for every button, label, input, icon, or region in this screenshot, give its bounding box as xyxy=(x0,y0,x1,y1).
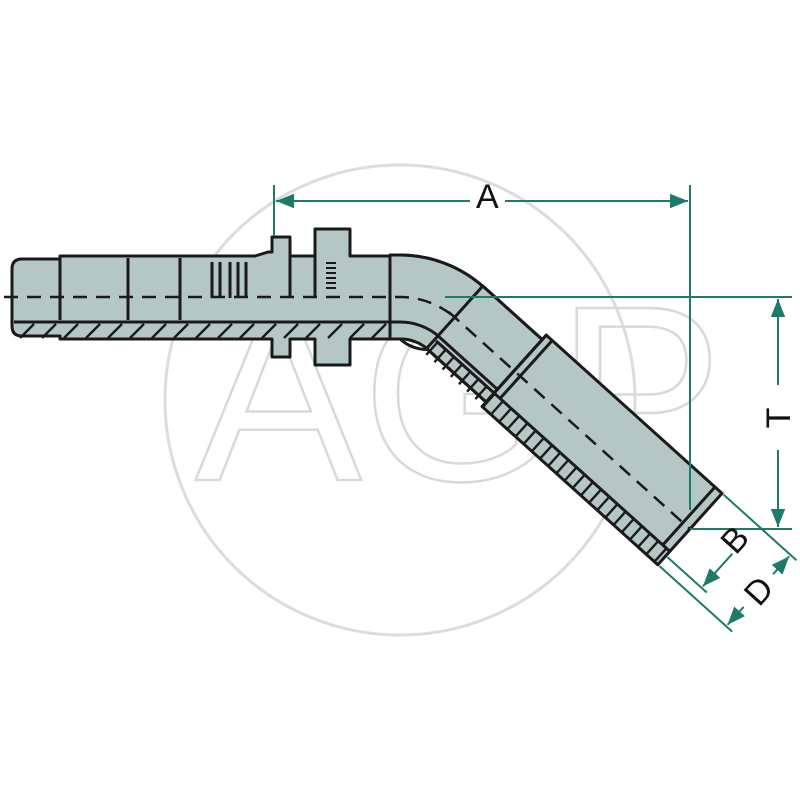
hatch-line xyxy=(482,393,496,408)
hatch-line xyxy=(580,482,594,496)
hatch-line xyxy=(637,533,651,548)
hatch-line xyxy=(613,511,626,525)
hatch-line xyxy=(261,323,277,339)
hatch-line xyxy=(85,323,101,339)
hatch-line xyxy=(572,474,585,489)
hatch-line xyxy=(195,323,211,339)
hatch-line xyxy=(646,540,659,555)
hatch-line xyxy=(327,323,343,339)
hatch-line xyxy=(283,323,299,339)
hatch-line xyxy=(539,445,553,459)
marking-symbol xyxy=(326,262,336,289)
hatch-line xyxy=(629,526,643,540)
hatch-line xyxy=(425,342,438,356)
hatch-line xyxy=(449,364,463,378)
hatch-line xyxy=(556,459,569,474)
dimension-t: T xyxy=(445,296,798,530)
hatch-line xyxy=(217,323,233,339)
hatch-line xyxy=(490,401,504,415)
hatch-line xyxy=(597,496,610,511)
angled-sleeve xyxy=(425,284,724,567)
dimension-a-label: A xyxy=(476,178,499,216)
hatch-line xyxy=(523,430,536,444)
hatch-line xyxy=(507,415,520,430)
hatch-line xyxy=(349,323,365,339)
hatch-line xyxy=(19,323,35,339)
hatch-line xyxy=(458,371,471,386)
centerline xyxy=(4,295,458,320)
hatch-line xyxy=(466,378,479,393)
hatch-line xyxy=(498,408,512,422)
hatch-line xyxy=(433,349,447,364)
hatch-line xyxy=(441,356,455,371)
dimension-t-label: T xyxy=(760,408,798,429)
hatch-line xyxy=(531,437,545,452)
hatch-line xyxy=(621,518,635,533)
hatch-line xyxy=(474,386,487,400)
hatch-line xyxy=(654,548,667,562)
hatch-line xyxy=(305,323,321,339)
hatch-line xyxy=(41,323,57,339)
hatch-line xyxy=(588,489,602,503)
watermark-circle xyxy=(163,163,637,637)
watermark-logo: AGP xyxy=(163,163,724,637)
hatch-line xyxy=(515,423,528,437)
hatch-line xyxy=(151,323,167,339)
hatch-line xyxy=(371,323,387,339)
hatch-line xyxy=(564,467,577,481)
dimension-a: A xyxy=(273,178,691,510)
hatch-line xyxy=(605,504,618,518)
hatch-line xyxy=(547,452,561,467)
hatch-line xyxy=(63,323,79,339)
hatch-line xyxy=(107,323,123,339)
hatch-line xyxy=(129,323,145,339)
dimension-d-label: D xyxy=(737,569,782,613)
hatch-line xyxy=(173,323,189,339)
hatch-line xyxy=(239,323,255,339)
